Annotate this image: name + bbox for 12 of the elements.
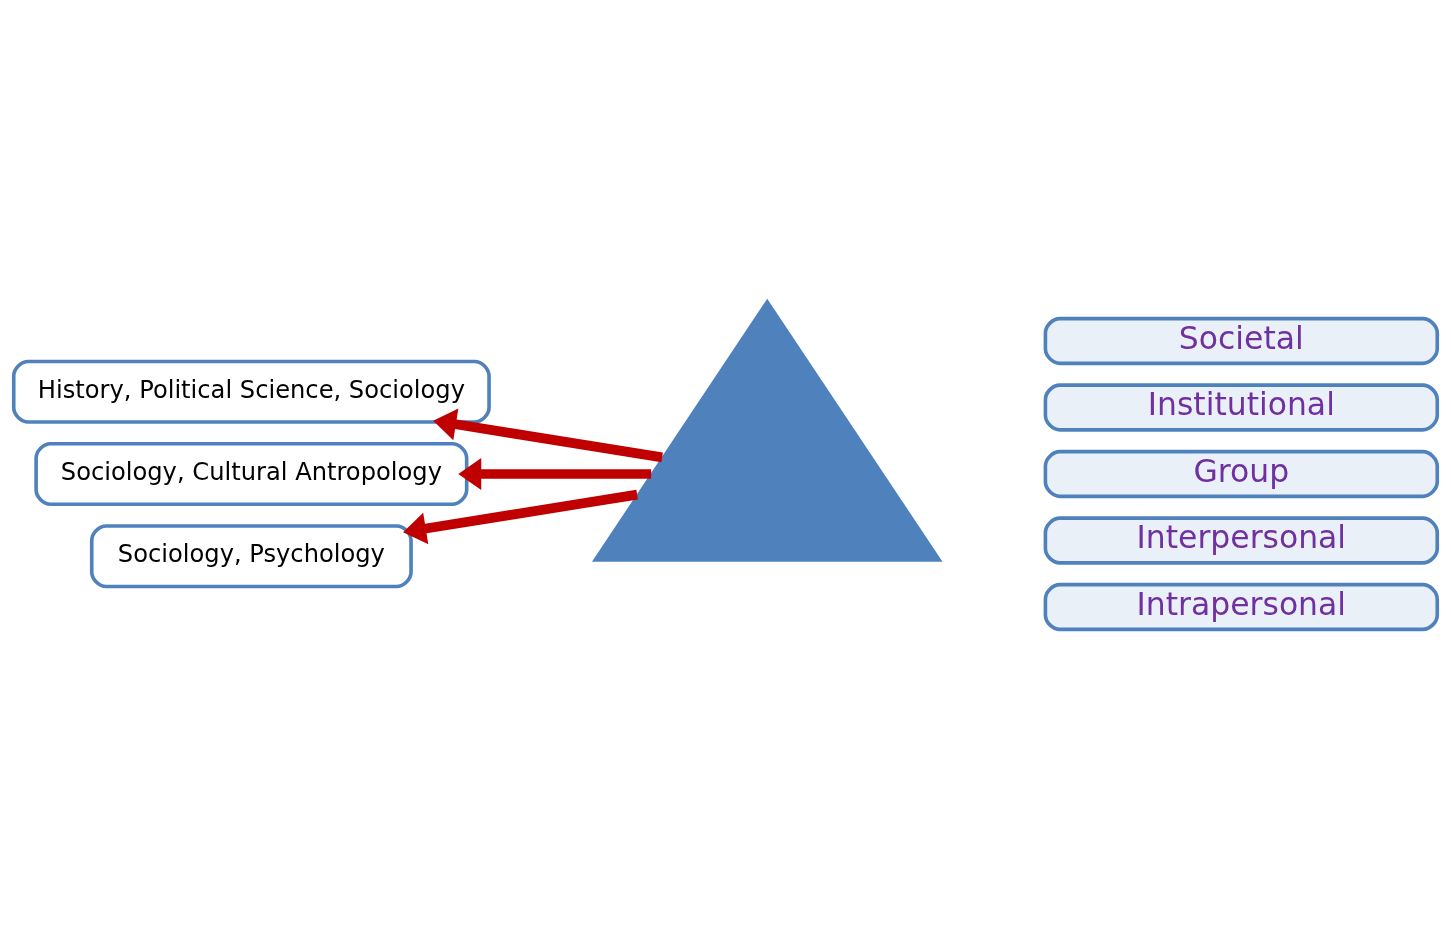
node-box: History, Political Science, Sociology (11, 359, 491, 424)
node-box: Societal (1043, 316, 1440, 365)
node-box: Institutional (1043, 382, 1440, 432)
arrow (403, 489, 638, 544)
arrow (458, 457, 652, 490)
node-box: Sociology, Cultural Antropology (34, 441, 469, 506)
node-box: Sociology, Psychology (89, 523, 413, 588)
arrow (433, 407, 663, 462)
node-box: Intrapersonal (1043, 582, 1440, 631)
node-box: Group (1043, 449, 1440, 498)
node-box: Interpersonal (1043, 515, 1440, 565)
node-triangle (591, 298, 943, 562)
